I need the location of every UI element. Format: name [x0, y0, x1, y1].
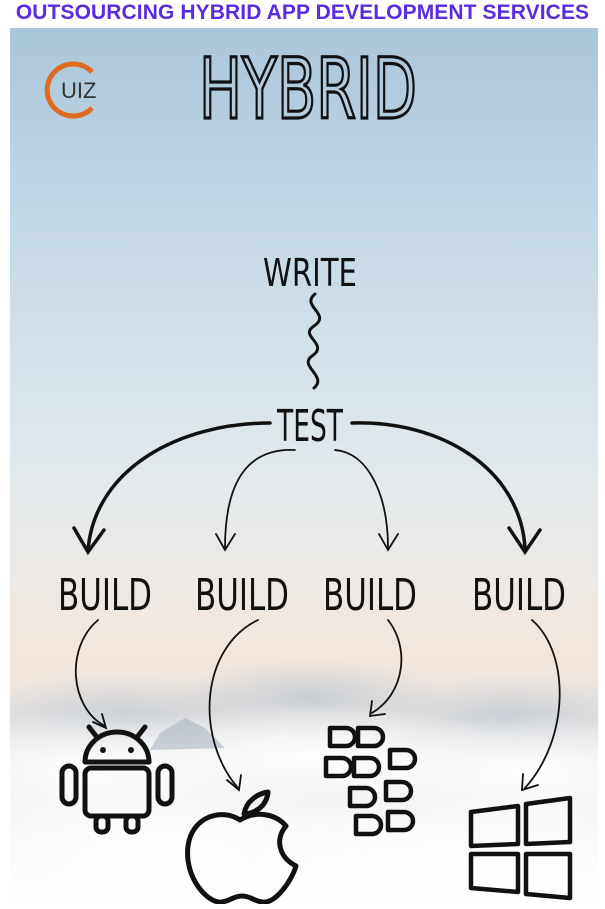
node-build-3: BUILD: [323, 570, 417, 621]
header-title: OUTSOURCING HYBRID APP DEVELOPMENT SERVI…: [15, 1, 590, 24]
poster: UIZ HYBRID WRITE TEST BUILD BUILD BUILD …: [10, 28, 598, 904]
arrow-test-build-1: [86, 421, 272, 552]
apple-icon: [185, 789, 299, 904]
build-arrows: [75, 619, 561, 792]
squiggle-connector: [306, 292, 322, 390]
blackberry-icon: [323, 725, 418, 837]
arrowhead-test-build-1: [72, 526, 106, 556]
logo-text: UIZ: [61, 78, 96, 103]
arrowhead-test-build-4: [507, 526, 542, 556]
arrow-test-build-4: [350, 421, 527, 550]
node-build-2: BUILD: [195, 570, 289, 621]
cloud-layer: [10, 658, 598, 904]
logo-c-icon: [44, 61, 94, 119]
arrow-build-windows: [524, 619, 561, 789]
node-build-4: BUILD: [472, 570, 566, 621]
diagram-canvas: UIZ HYBRID WRITE TEST BUILD BUILD BUILD …: [10, 38, 598, 904]
cuiz-logo: UIZ: [44, 61, 96, 119]
arrow-build-apple: [208, 619, 259, 789]
arrowhead-test-build-2: [215, 533, 236, 552]
arrow-test-build-3: [334, 449, 389, 549]
windows-icon: [468, 795, 573, 901]
arrow-build-android: [75, 619, 106, 727]
android-icon: [59, 724, 175, 835]
arrowhead-test-build-3: [378, 533, 399, 552]
arrow-test-build-2: [224, 449, 296, 549]
node-build-1: BUILD: [58, 570, 152, 621]
node-test: TEST: [276, 401, 343, 452]
diagram-title: HYBRID: [199, 40, 417, 138]
node-write: WRITE: [263, 251, 357, 295]
arrow-build-blackberry: [371, 619, 403, 714]
test-arrows: [72, 421, 542, 556]
